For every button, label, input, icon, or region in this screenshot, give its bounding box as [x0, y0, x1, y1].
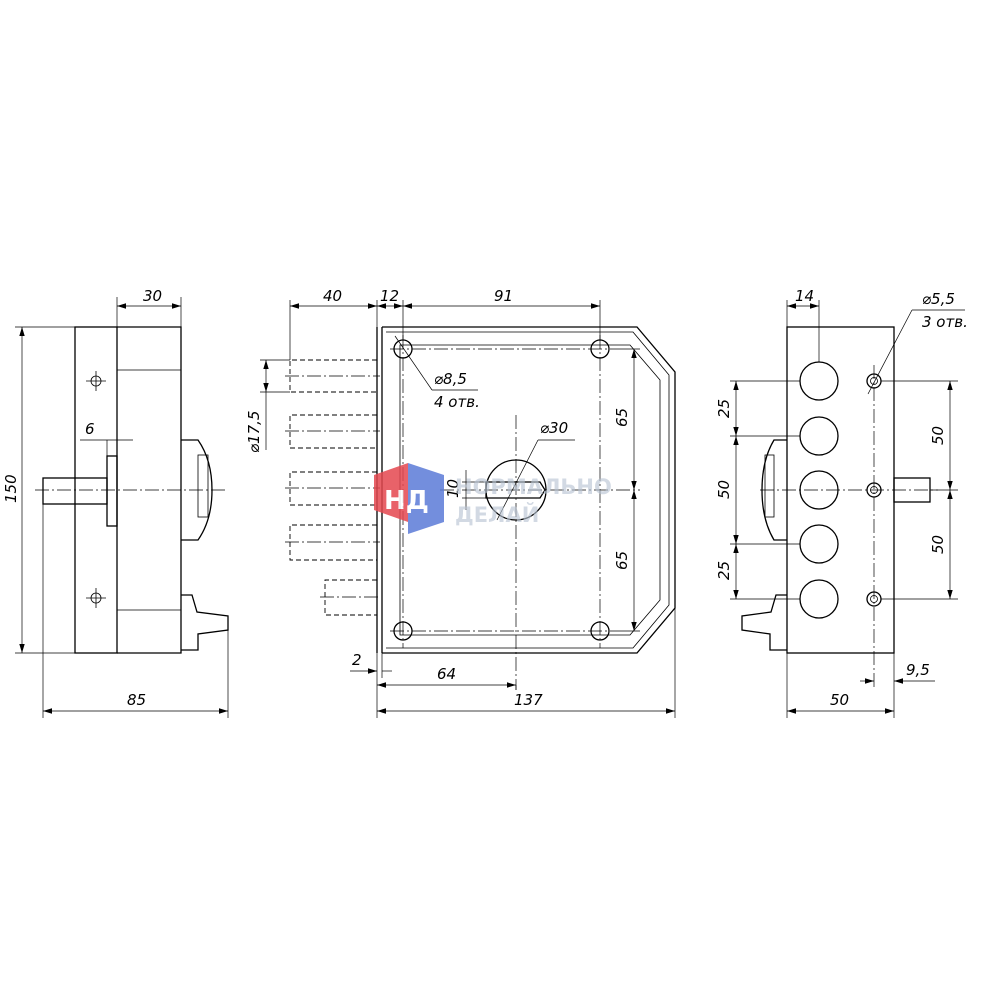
side-screw-bottom [86, 588, 106, 608]
end-bolt-hole-2 [799, 416, 839, 456]
front-body-rim [386, 331, 670, 649]
side-handle [181, 594, 229, 651]
dim-end-left-50: 50 [715, 480, 733, 499]
dim-end-right-50-top: 50 [929, 426, 947, 445]
end-handle [741, 594, 787, 651]
cylinder-key [485, 481, 546, 499]
dim-side-85: 85 [127, 691, 146, 709]
side-screw-top [86, 371, 106, 391]
end-bolt-hole-4 [799, 524, 839, 564]
dim-side-150: 150 [2, 474, 20, 503]
dim-front-bolt-dia: ⌀17,5 [245, 411, 263, 453]
watermark-logo-right [408, 463, 444, 534]
end-bolt-hole-5 [799, 579, 839, 619]
end-view: 14 ⌀5,5 3 отв. 25 50 25 50 50 9,5 50 [715, 287, 968, 718]
dim-end-left-25-bottom: 25 [715, 561, 733, 580]
dim-front-cyl-dia: ⌀30 [540, 419, 568, 437]
watermark: НД НОРМАЛЬНО ДЕЛАЙ [374, 463, 612, 534]
dim-front-40: 40 [323, 287, 342, 305]
dim-front-65-bottom: 65 [613, 551, 631, 570]
dim-front-91: 91 [494, 287, 513, 305]
dim-end-14: 14 [795, 287, 814, 305]
dim-end-9-5: 9,5 [906, 661, 930, 679]
dim-front-12: 12 [380, 287, 399, 305]
front-body-outer [382, 326, 676, 654]
watermark-line-2: ДЕЛАЙ [455, 502, 539, 527]
dim-front-137: 137 [514, 691, 543, 709]
watermark-logo-text: НД [384, 486, 429, 516]
dim-front-2: 2 [352, 651, 362, 669]
dim-end-50: 50 [830, 691, 849, 709]
dim-front-hole-count: 4 отв. [434, 393, 480, 411]
front-inner-plate [399, 344, 661, 636]
end-screw-holes [866, 365, 882, 690]
dim-front-65-top: 65 [613, 408, 631, 427]
dim-end-left-25-top: 25 [715, 399, 733, 418]
dim-side-6: 6 [85, 420, 95, 438]
end-bolt-hole-1 [799, 361, 839, 401]
watermark-logo-left [374, 463, 408, 522]
dim-end-right-50-bottom: 50 [929, 535, 947, 554]
dim-end-hole-count: 3 отв. [922, 313, 968, 331]
side-view: 30 150 6 85 [2, 287, 229, 718]
end-knob [761, 439, 787, 541]
dim-side-30: 30 [143, 287, 162, 305]
dim-front-64: 64 [437, 665, 456, 683]
dim-front-10: 10 [444, 479, 462, 498]
front-bolts [285, 359, 380, 616]
side-collar [106, 455, 118, 527]
dim-front-hole-dia: ⌀8,5 [434, 370, 467, 388]
front-view: ⌀30 10 ⌀8,5 4 отв. 40 12 91 ⌀17,5 65 65 [245, 287, 676, 718]
watermark-line-1: НОРМАЛЬНО [455, 475, 612, 499]
dim-end-hole-dia: ⌀5,5 [922, 290, 955, 308]
